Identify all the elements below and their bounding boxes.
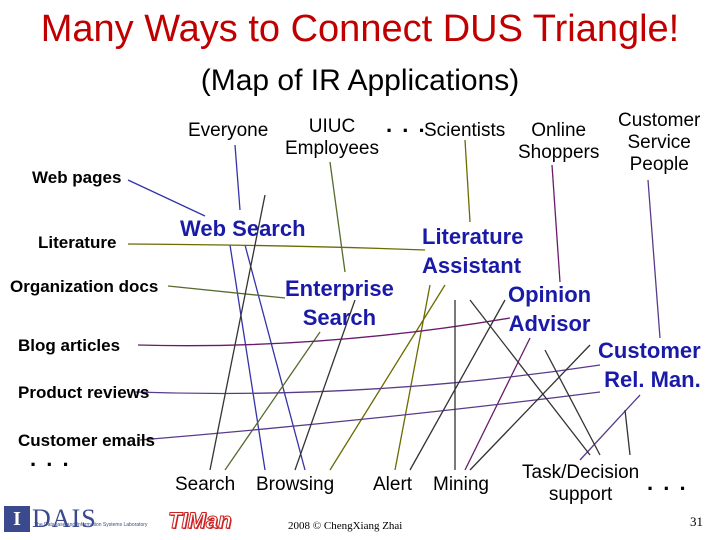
dais-logo: I DAIS The Database and Information Syst… xyxy=(4,504,164,536)
doc-literature: Literature xyxy=(38,233,117,252)
dais-logo-caption: The Database and Information Systems Lab… xyxy=(34,522,148,528)
line-web-search-browsing xyxy=(229,244,266,471)
line-task-1 xyxy=(544,349,601,456)
user-dots: . . . xyxy=(386,112,427,137)
line-literature-browsing xyxy=(329,284,446,471)
user-everyone: Everyone xyxy=(188,120,269,141)
slide-title: Many Ways to Connect DUS Triangle! xyxy=(40,8,680,50)
doc-customer-emails: Customer emails xyxy=(18,431,155,450)
line-everyone-web xyxy=(234,144,241,211)
line-mining-2 xyxy=(469,344,591,471)
timan-logo: TIMan xyxy=(168,508,233,534)
line-search-1 xyxy=(209,194,266,471)
app-enterprise-search: Enterprise Search xyxy=(285,276,394,330)
user-online-shoppers: Online Shoppers xyxy=(518,120,600,163)
page-number: 31 xyxy=(690,514,703,529)
user-uiuc-employees: UIUC Employees xyxy=(285,116,379,159)
line-task-3 xyxy=(624,409,631,456)
line-alert-1 xyxy=(409,299,506,471)
line-org-docs xyxy=(167,285,286,299)
line-uiuc-enterprise xyxy=(329,161,346,273)
fn-alert: Alert xyxy=(373,474,413,495)
doc-web-pages: Web pages xyxy=(32,168,122,187)
line-customer-emails xyxy=(139,391,601,441)
app-opinion-advisor: Opinion Advisor xyxy=(508,282,592,336)
line-product-reviews xyxy=(134,364,601,395)
doc-organization-docs: Organization docs xyxy=(10,277,159,296)
app-literature-assistant: Literature Assistant xyxy=(422,224,524,278)
slide-subtitle: (Map of IR Applications) xyxy=(200,64,520,97)
line-blog xyxy=(137,317,511,347)
footer-copyright: 2008 © ChengXiang Zhai xyxy=(288,520,403,532)
doc-product-reviews: Product reviews xyxy=(18,383,150,402)
fn-dots: . . . xyxy=(647,470,688,495)
line-web-search-search xyxy=(244,244,306,471)
fn-task-decision-support: Task/Decision support xyxy=(522,462,640,505)
user-scientists: Scientists xyxy=(424,120,506,141)
line-customer-service xyxy=(647,179,661,339)
fn-mining: Mining xyxy=(433,474,489,495)
doc-blog-articles: Blog articles xyxy=(18,336,121,355)
line-literature-alert xyxy=(394,284,431,471)
line-shoppers xyxy=(551,164,561,283)
line-browse-1 xyxy=(294,299,356,471)
app-web-search: Web Search xyxy=(180,216,306,241)
line-crm-task xyxy=(579,394,641,461)
fn-search: Search xyxy=(175,474,236,495)
line-literature xyxy=(127,243,426,251)
user-customer-service-people: Customer Service People xyxy=(618,110,701,175)
app-customer-rel-man: Customer Rel. Man. xyxy=(598,338,701,392)
line-enterprise-search xyxy=(224,331,321,471)
fn-browsing: Browsing xyxy=(256,474,335,495)
doc-dots: . . . xyxy=(30,446,71,471)
line-scientists xyxy=(464,139,471,223)
line-task-2 xyxy=(469,299,591,456)
line-web-pages xyxy=(127,179,206,217)
